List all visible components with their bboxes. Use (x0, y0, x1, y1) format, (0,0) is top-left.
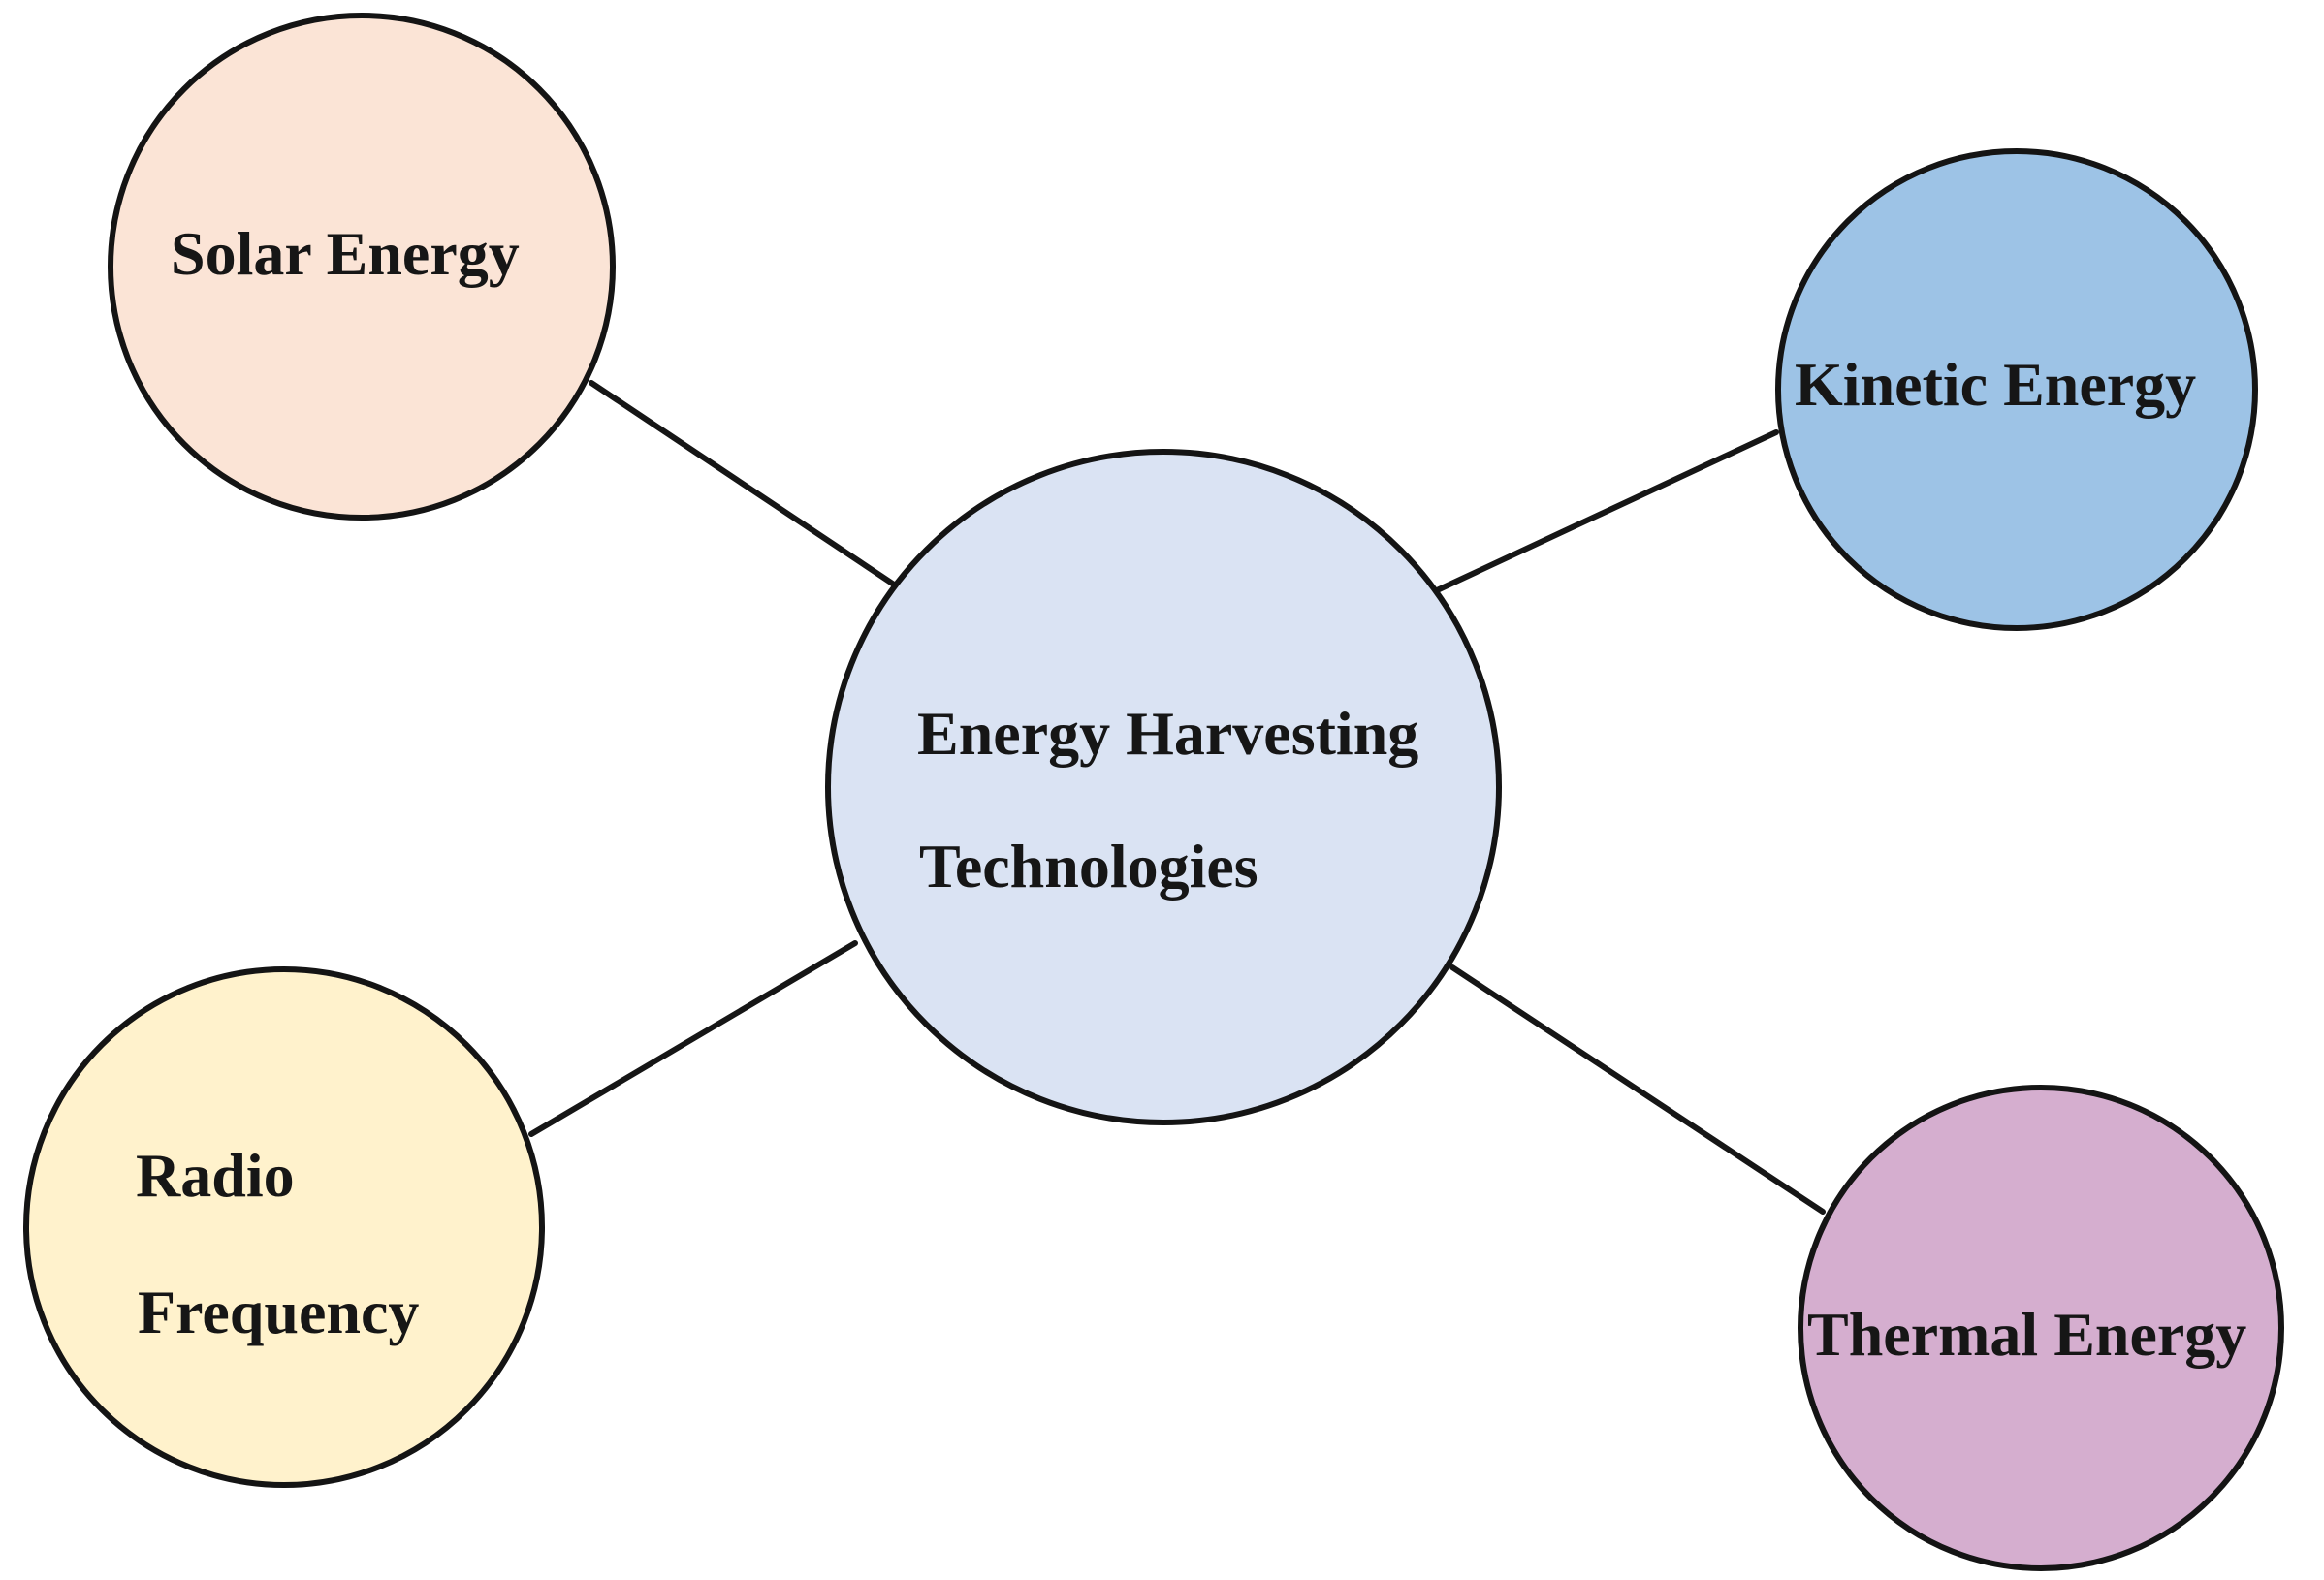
connector-kinetic (1432, 429, 1779, 594)
thermal-energy-circle (1798, 1085, 2284, 1571)
kinetic-energy-label: Kinetic Energy (1795, 350, 2196, 419)
node-solar-energy: Solar Energy (108, 13, 616, 521)
node-energy-harvesting-technologies: Energy Harvesting Technologies (825, 449, 1502, 1125)
solar-energy-label: Solar Energy (171, 219, 520, 288)
solar-energy-circle (108, 13, 616, 521)
radio-frequency-circle (23, 966, 545, 1488)
node-radio-frequency: Radio Frequency (23, 966, 545, 1488)
thermal-energy-label: Thermal Energy (1807, 1300, 2246, 1369)
radio-frequency-label-line1: Radio (136, 1141, 295, 1210)
energy-harvesting-circle (825, 449, 1502, 1125)
kinetic-energy-circle (1775, 148, 2258, 631)
node-kinetic-energy: Kinetic Energy (1775, 148, 2258, 631)
connector-radio (528, 940, 858, 1137)
connector-solar (589, 380, 900, 589)
node-thermal-energy: Thermal Energy (1798, 1085, 2284, 1571)
connector-thermal (1449, 964, 1826, 1215)
energy-harvesting-label-line2: Technologies (919, 832, 1258, 901)
energy-harvesting-label-line1: Energy Harvesting (917, 699, 1418, 768)
radio-frequency-label-line2: Frequency (138, 1278, 419, 1346)
